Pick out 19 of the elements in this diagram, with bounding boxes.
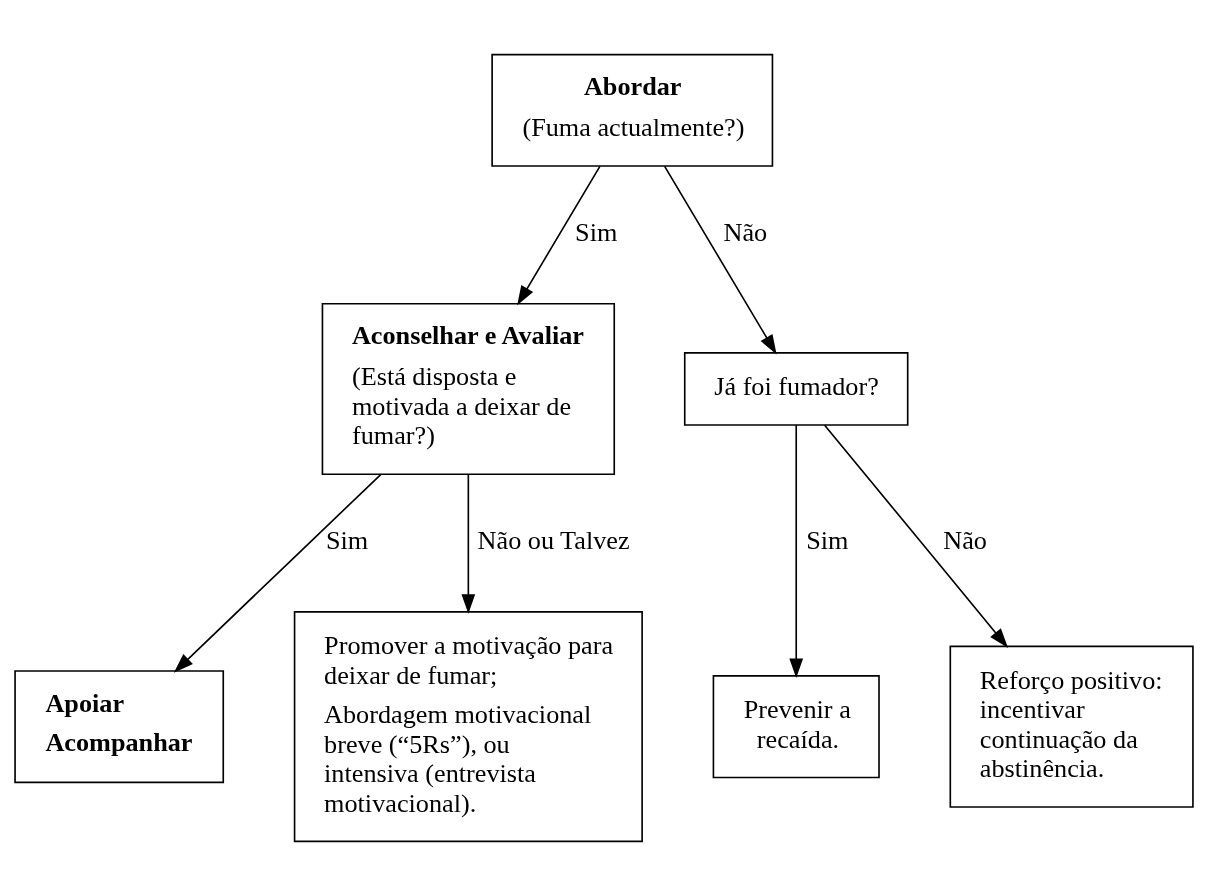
node-box: Apoiar Acompanhar <box>14 670 225 784</box>
arrow <box>823 424 1009 648</box>
edge-label: Sim <box>325 526 369 556</box>
edge-label: Não <box>723 218 768 248</box>
node-box: Reforço positivo: incentivar continuação da abstinência. <box>949 645 1194 808</box>
node-box: Aconselhar e Avaliar (Está disposta e motivada a deixar de fumar?) <box>321 302 616 476</box>
edge-label: Não ou Talvez <box>477 526 630 556</box>
edge-label: Sim <box>806 526 849 556</box>
arrow <box>663 165 777 355</box>
node-box: Abordar (Fuma actualmente?) <box>491 53 774 167</box>
arrow <box>517 165 601 306</box>
node-box: Prevenir a recaída. <box>712 675 880 779</box>
arrow <box>789 424 804 679</box>
arrow <box>461 473 476 614</box>
node-box: Promover a motivação para deixar de fumar; Abordagem motivacional breve (“5Rs”), ou intensiva (entrevista motivacional). <box>293 611 643 843</box>
arrow <box>173 473 382 673</box>
edge-label: Sim <box>575 218 618 248</box>
node-box: Já foi fumador? <box>683 352 909 426</box>
edge-label: Não <box>943 526 987 556</box>
